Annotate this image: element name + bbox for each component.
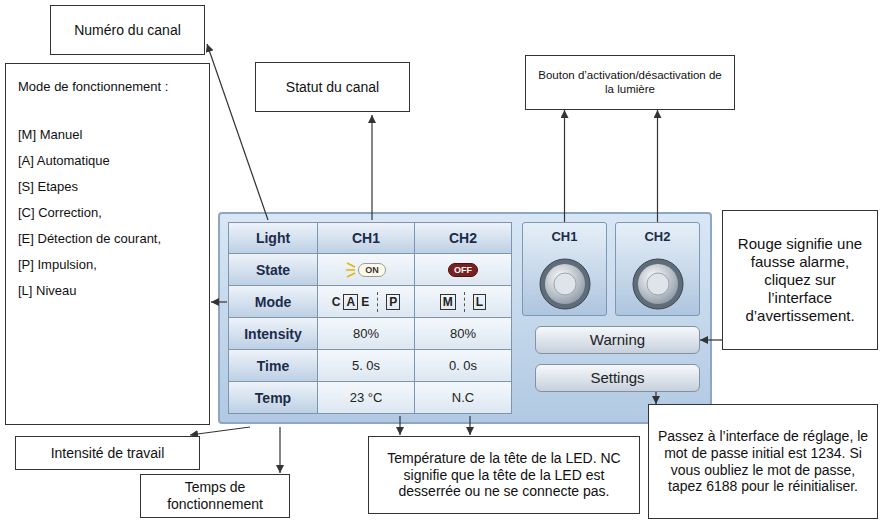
leader-line <box>279 427 280 473</box>
ray-line <box>347 273 355 277</box>
table-cell-text: Mode <box>255 294 292 310</box>
knob-center <box>647 273 669 295</box>
list-item: [M] Manuel <box>18 122 82 148</box>
mode-letter: A <box>343 294 358 310</box>
knob-icon <box>538 257 592 311</box>
table-cell-text: CH2 <box>449 230 477 246</box>
callout-text: Passez à l’interface de réglage, le mot … <box>657 428 869 495</box>
knob-icon <box>631 257 685 311</box>
value-cell: 80% <box>318 318 415 350</box>
header-cell: CH1 <box>318 222 415 254</box>
mode-divider <box>464 292 465 312</box>
knob-ring <box>633 259 683 309</box>
leader-line <box>469 416 470 435</box>
callout-text: Bouton d’activation/désactivation de la … <box>534 69 726 97</box>
callout-text: Température de la tête de la LED. NC sig… <box>377 450 631 500</box>
callout-box: Température de la tête de la LED. NC sig… <box>368 436 640 514</box>
header-cell: Intensity <box>228 318 318 350</box>
value-cell: OFF <box>415 254 512 286</box>
knob-ring <box>540 259 590 309</box>
bulb-icon: ON <box>346 263 386 277</box>
header-cell: State <box>228 254 318 286</box>
leader-line <box>399 416 400 435</box>
value-cell: CAE P <box>318 286 415 318</box>
list-item: [A] Automatique <box>18 148 110 174</box>
table-cell-text: 80% <box>450 326 476 341</box>
settings-button: Settings <box>535 364 700 392</box>
mode-letter: E <box>361 295 369 309</box>
mode-divider <box>377 292 378 312</box>
button-label: Warning <box>590 331 645 349</box>
callout-box: Bouton d’activation/désactivation de la … <box>525 55 735 110</box>
list-item: [P] Impulsion, <box>18 252 97 278</box>
callout-text: Numéro du canal <box>74 22 181 39</box>
header-cell: Time <box>228 350 318 382</box>
callout-box: Rouge signifie une fausse alarme, clique… <box>722 210 878 350</box>
ray-line <box>346 269 355 271</box>
table-cell-text: 5. 0s <box>352 358 380 373</box>
table-cell-text: CH1 <box>352 230 380 246</box>
value-cell: 80% <box>415 318 512 350</box>
connector-line <box>700 339 722 340</box>
table-cell-text: Intensity <box>244 326 302 342</box>
mode-letter: C <box>332 295 341 309</box>
mode-letter: M <box>440 294 456 310</box>
list-item: [C] Correction, <box>18 200 102 226</box>
leader-line <box>211 301 227 302</box>
channel-button: CH1 <box>522 222 607 316</box>
mode-letter: L <box>473 294 486 310</box>
callout-text: Statut du canal <box>286 79 379 96</box>
table-cell-text: Light <box>256 230 290 246</box>
header-cell: CH2 <box>415 222 512 254</box>
mode-list-box: Mode de fonctionnement : [M] Manuel[A] Au… <box>5 63 210 425</box>
table-cell-text: Temp <box>255 390 291 406</box>
ray-line <box>347 263 355 267</box>
value-cell: 23 °C <box>318 382 415 414</box>
callout-text: Intensité de travail <box>51 445 165 462</box>
table-cell-text: Time <box>257 358 289 374</box>
state-on-icon: ON <box>358 263 386 277</box>
knob-center <box>554 273 576 295</box>
channel-button: CH2 <box>615 222 700 316</box>
callout-box: Temps de fonctionnement <box>140 474 290 518</box>
mode-letter: P <box>386 294 400 310</box>
connector-line <box>657 110 658 222</box>
list-item: [E] Détection de courant, <box>18 226 161 252</box>
table-cell-text: 23 °C <box>350 390 383 405</box>
connector-line <box>655 392 656 404</box>
value-cell: 5. 0s <box>318 350 415 382</box>
callout-box: Statut du canal <box>255 62 410 112</box>
value-cell: N.C <box>415 382 512 414</box>
knob-face <box>638 264 678 304</box>
callout-text: Temps de fonctionnement <box>147 479 283 513</box>
state-off-icon: OFF <box>448 263 478 277</box>
connector-line <box>564 110 565 222</box>
value-cell: ON <box>318 254 415 286</box>
leader-line <box>190 427 250 435</box>
list-item: [S] Etapes <box>18 174 78 200</box>
button-label: Settings <box>590 369 644 387</box>
value-cell: ML <box>415 286 512 318</box>
warning-button: Warning <box>535 326 700 354</box>
header-cell: Mode <box>228 286 318 318</box>
table-cell-text: State <box>256 262 290 278</box>
callout-text: Rouge signifie une fausse alarme, clique… <box>731 235 869 325</box>
table-cell-text: N.C <box>452 390 474 405</box>
knob-face <box>545 264 585 304</box>
button-label: CH1 <box>551 229 577 245</box>
list-item: [L] Niveau <box>18 278 77 304</box>
header-cell: Temp <box>228 382 318 414</box>
leader-line <box>371 115 372 220</box>
callout-box: Intensité de travail <box>15 436 200 470</box>
callout-box: Numéro du canal <box>50 5 205 55</box>
callout-box: Passez à l’interface de réglage, le mot … <box>648 404 878 519</box>
table-cell-text: 80% <box>353 326 379 341</box>
value-cell: 0. 0s <box>415 350 512 382</box>
header-cell: Light <box>228 222 318 254</box>
table-cell-text: 0. 0s <box>449 358 477 373</box>
list-heading: Mode de fonctionnement : <box>18 78 168 96</box>
button-label: CH2 <box>644 229 670 245</box>
